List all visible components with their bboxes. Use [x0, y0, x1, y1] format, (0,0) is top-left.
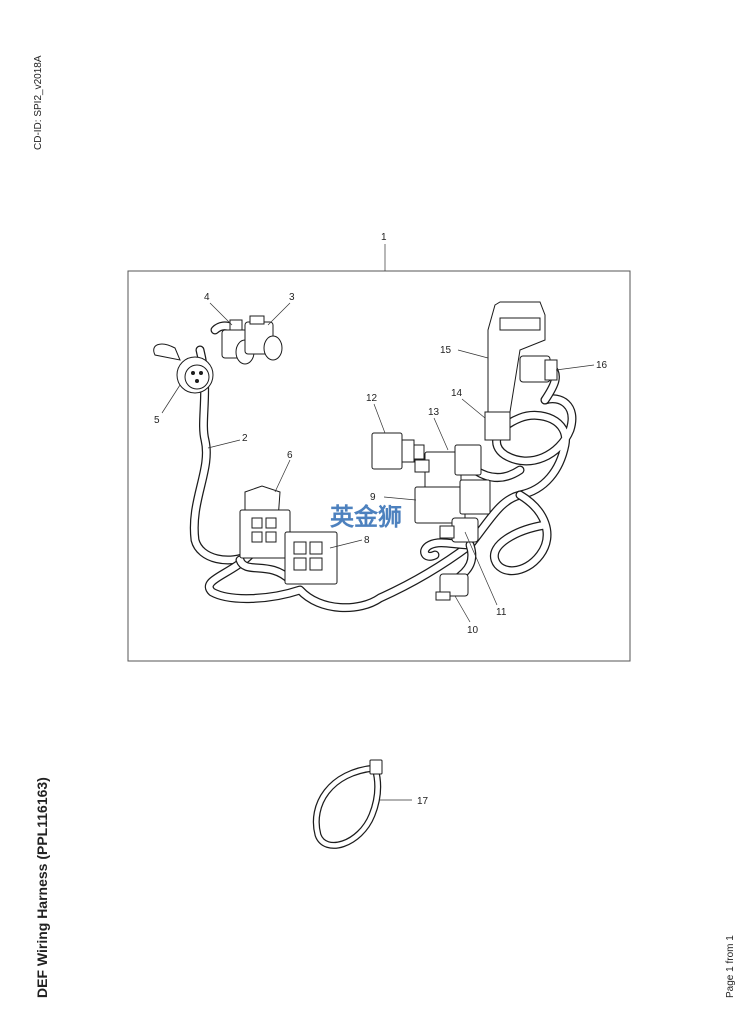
round-connector-part-5	[153, 343, 214, 394]
callout-15: 15	[440, 345, 452, 356]
callout-labels: 1 2 3 4 5 6 8 9 10 11 12 13 14 15 16 17	[154, 232, 608, 807]
connector-housing-part-6	[239, 485, 291, 559]
cable-tie-part-17	[312, 759, 383, 849]
callout-9: 9	[370, 492, 376, 503]
callout-3: 3	[289, 292, 295, 303]
callout-leaders	[161, 302, 595, 801]
callout-16: 16	[596, 360, 608, 371]
connector-part-9	[414, 479, 491, 524]
callout-11: 11	[496, 607, 507, 618]
callout-13: 13	[428, 407, 440, 418]
sensor-connector-part-12	[371, 432, 425, 470]
callout-12: 12	[366, 393, 378, 404]
callout-17: 17	[417, 796, 429, 807]
callout-10: 10	[467, 625, 479, 636]
connector-part-10	[435, 573, 469, 601]
callout-4: 4	[204, 292, 210, 303]
connector-housing-part-8	[284, 531, 338, 585]
mounting-bracket-part-15	[484, 301, 546, 441]
callout-1: 1	[381, 232, 387, 243]
plug-connector-part-3	[244, 315, 283, 361]
connector-part-11	[439, 517, 479, 543]
connector-part-16	[519, 355, 558, 383]
callout-6: 6	[287, 450, 293, 461]
harness-frame	[127, 270, 631, 662]
callout-5: 5	[154, 415, 160, 426]
callout-8: 8	[364, 535, 370, 546]
watermark-text: 英金狮	[330, 503, 402, 531]
callout-14: 14	[451, 388, 463, 399]
callout-2: 2	[242, 433, 248, 444]
